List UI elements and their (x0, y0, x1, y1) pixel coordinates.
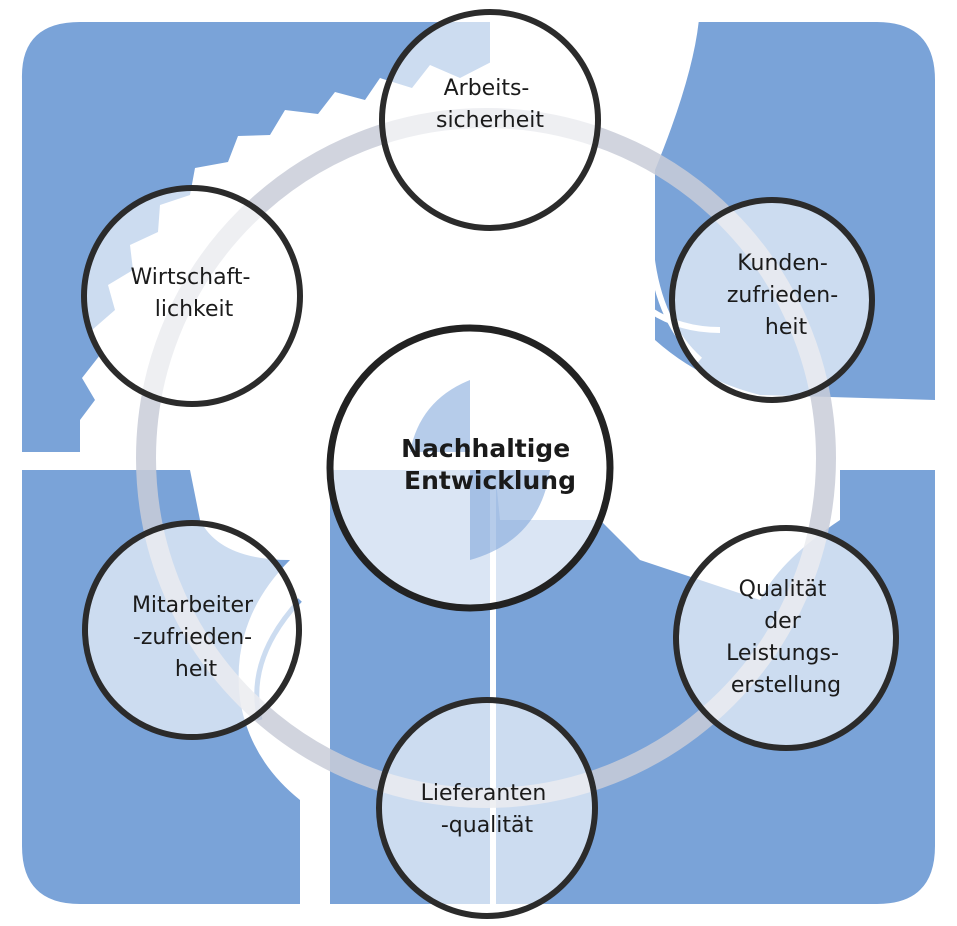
node-label: Arbeits- sicherheit (436, 76, 544, 133)
node-label-line: heit (175, 657, 218, 682)
node-label-line: sicherheit (436, 108, 544, 133)
node-label-line: Kunden- (737, 251, 828, 276)
node-label-line: lichkeit (155, 297, 234, 322)
center-circle (326, 324, 614, 612)
node-label-line: heit (765, 315, 808, 340)
node-label-line: erstellung (731, 673, 841, 698)
node-label-line: Wirtschaft- (131, 265, 251, 290)
node-qualitaet: Qualität der Leistungs- erstellung (673, 525, 899, 751)
center-node: Nachhaltige Entwicklung (326, 324, 614, 612)
node-circle (379, 9, 601, 231)
node-label-line: Qualität (739, 577, 827, 602)
center-label: Nachhaltige Entwicklung (401, 434, 579, 495)
node-label: Mitarbeiter -zufrieden- heit (132, 593, 260, 682)
node-kundenzufriedenheit: Kunden- zufrieden- heit (669, 197, 875, 403)
node-mitarbeiterzufriedenheit: Mitarbeiter -zufrieden- heit (82, 520, 302, 740)
node-label: Qualität der Leistungs- erstellung (726, 577, 846, 698)
node-lieferantenqualitaet: Lieferanten -qualität (376, 697, 598, 919)
node-label-line: zufrieden- (727, 283, 838, 308)
node-label-line: Arbeits- (444, 76, 530, 101)
node-label-line: -qualität (441, 813, 534, 838)
center-label-line: Nachhaltige (401, 434, 570, 463)
node-label-line: -zufrieden- (133, 625, 252, 650)
node-circle (669, 197, 875, 403)
center-circle-logo-shape (410, 380, 550, 560)
node-label: Kunden- zufrieden- heit (727, 251, 845, 340)
node-circle (376, 697, 598, 919)
node-label: Wirtschaft- lichkeit (131, 265, 258, 322)
node-label: Lieferanten -qualität (421, 781, 554, 838)
node-label-line: Leistungs- (726, 641, 839, 666)
node-label-line: Mitarbeiter (132, 593, 254, 618)
node-label-line: Lieferanten (421, 781, 547, 806)
node-circle (81, 185, 303, 407)
node-circle (82, 520, 302, 740)
node-wirtschaftlichkeit: Wirtschaft- lichkeit (81, 185, 303, 407)
node-arbeitssicherheit: Arbeits- sicherheit (379, 9, 601, 231)
center-label-line: Entwicklung (404, 466, 576, 495)
node-label-line: der (764, 609, 802, 634)
node-circle (673, 525, 899, 751)
